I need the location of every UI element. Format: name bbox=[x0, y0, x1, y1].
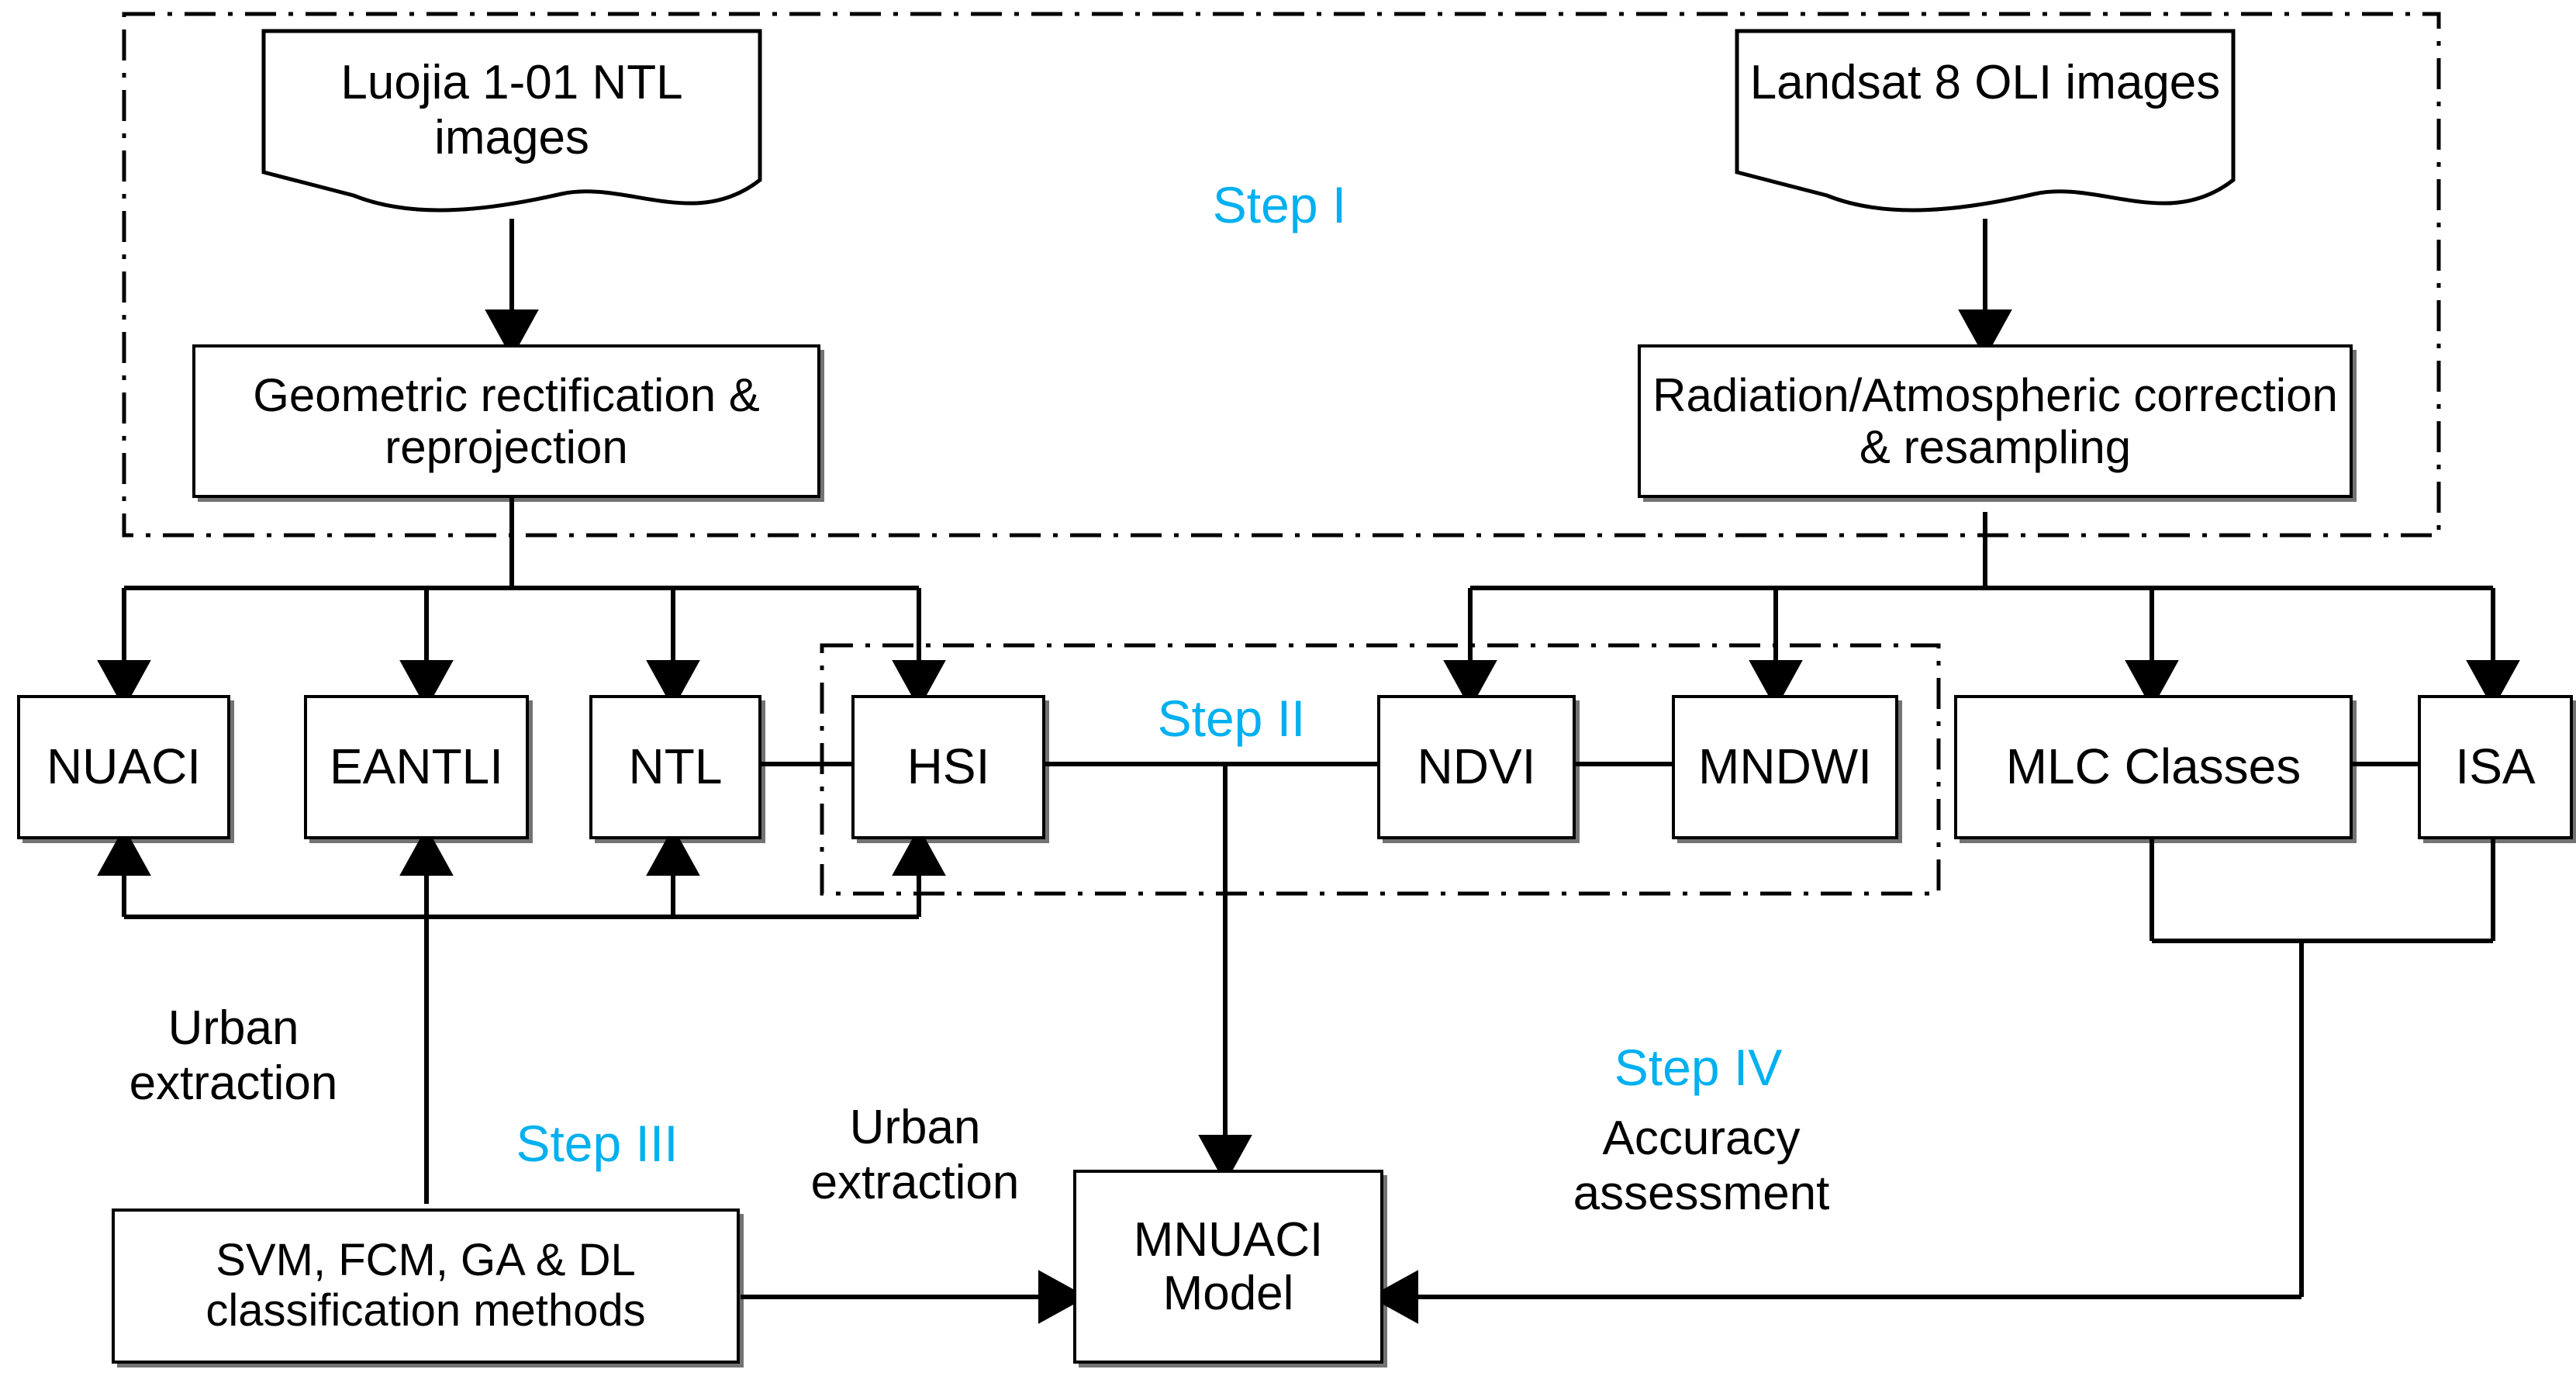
document-shape bbox=[1735, 29, 2236, 213]
mnuaci-model-label: MNUACI Model bbox=[1133, 1212, 1324, 1320]
nuaci-label: NUACI bbox=[46, 738, 202, 795]
luojia-source-node: Luojia 1-01 NTL images bbox=[261, 28, 763, 222]
geometric-rectification-node: Geometric rectification & reprojection bbox=[192, 344, 820, 498]
accuracy-assessment-label: Accuracy assessment bbox=[1573, 1112, 1830, 1221]
step2-label: Step II bbox=[1157, 690, 1306, 747]
step3-label: Step III bbox=[516, 1115, 679, 1172]
step4-label: Step IV bbox=[1614, 1039, 1783, 1096]
classification-methods-node: SVM, FCM, GA & DL classification methods bbox=[112, 1208, 740, 1364]
mlc-classes-label: MLC Classes bbox=[2005, 738, 2301, 795]
ntl-node: NTL bbox=[589, 695, 761, 839]
mlc-classes-node: MLC Classes bbox=[1954, 695, 2353, 839]
step1-label: Step I bbox=[1212, 176, 1347, 233]
eantli-node: EANTLI bbox=[304, 695, 529, 839]
ndvi-label: NDVI bbox=[1417, 738, 1536, 795]
urban-extraction-left-label: Urban extraction bbox=[129, 1001, 338, 1111]
landsat-source-label: Landsat 8 OLI images bbox=[1749, 56, 2221, 109]
geometric-rectification-label: Geometric rectification & reprojection bbox=[253, 368, 760, 473]
ntl-label: NTL bbox=[628, 738, 723, 795]
urban-extraction-mid-label: Urban extraction bbox=[810, 1101, 1020, 1210]
radiation-correction-node: Radiation/Atmospheric correction & resam… bbox=[1638, 344, 2353, 498]
ndvi-node: NDVI bbox=[1377, 695, 1576, 839]
classification-methods-label: SVM, FCM, GA & DL classification methods bbox=[205, 1235, 646, 1336]
nuaci-node: NUACI bbox=[17, 695, 230, 839]
luojia-source-label: Luojia 1-01 NTL images bbox=[340, 56, 683, 165]
eantli-label: EANTLI bbox=[329, 738, 504, 795]
mnuaci-model-node: MNUACI Model bbox=[1073, 1170, 1383, 1364]
document-shape bbox=[261, 29, 762, 213]
landsat-source-node: Landsat 8 OLI images bbox=[1734, 28, 2236, 222]
hsi-node: HSI bbox=[851, 695, 1045, 839]
mndwi-node: MNDWI bbox=[1672, 695, 1898, 839]
isa-node: ISA bbox=[2418, 695, 2573, 839]
radiation-correction-label: Radiation/Atmospheric correction & resam… bbox=[1652, 368, 2338, 473]
mndwi-label: MNDWI bbox=[1698, 738, 1872, 795]
hsi-label: HSI bbox=[906, 738, 990, 795]
isa-label: ISA bbox=[2455, 738, 2536, 795]
